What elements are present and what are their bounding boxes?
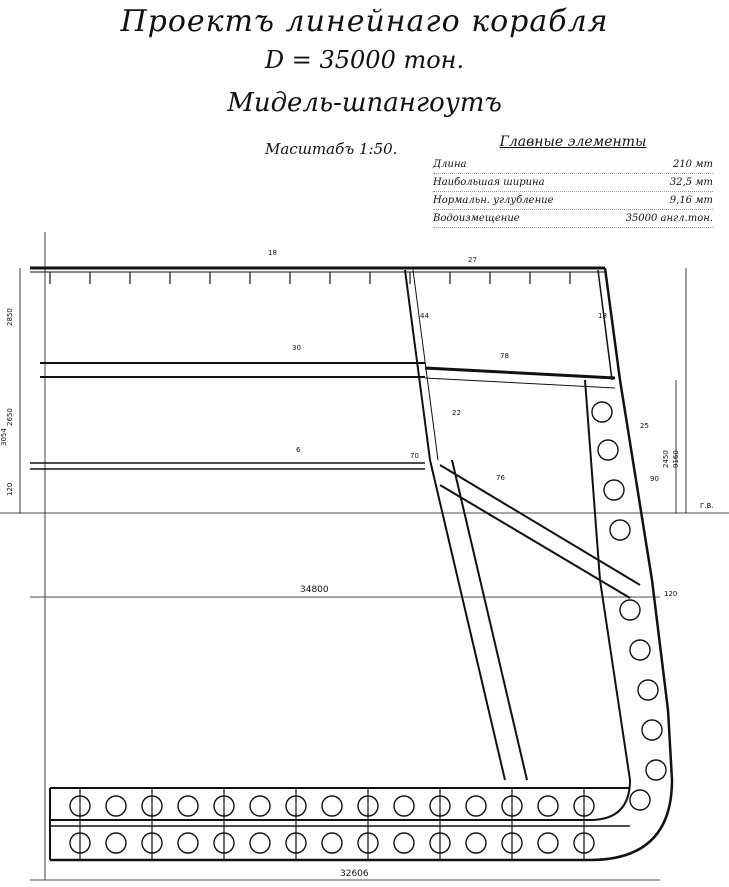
drawing-title: Проектъ линейнаго корабля — [120, 4, 609, 39]
scale-label: Масштабъ 1:50. — [265, 140, 398, 158]
waterline-label: Г.В. — [700, 502, 714, 510]
lightening-hole — [629, 639, 651, 661]
lightening-hole — [619, 599, 641, 621]
spec-value: 35000 англ.тон. — [625, 213, 713, 224]
lightening-hole — [603, 479, 625, 501]
lightening-hole — [591, 401, 613, 423]
member-label: 6 — [296, 446, 301, 454]
lightening-hole — [321, 832, 343, 854]
member-labels: 18 27 44 18 30 78 22 25 6 76 70 90 120 — [268, 249, 677, 598]
spec-name: Наибольшая ширина — [433, 177, 545, 188]
lightening-hole — [645, 759, 667, 781]
half-beam-dimension: 34800 — [300, 585, 329, 595]
right-dim-2: 9160 — [672, 450, 680, 468]
spec-name: Длина — [433, 159, 467, 170]
spec-name: Нормальн. углубление — [433, 195, 554, 206]
upper-deck — [30, 266, 605, 273]
spec-value: 9,16 мт — [669, 195, 713, 206]
lightening-hole — [321, 795, 343, 817]
lightening-hole — [637, 679, 659, 701]
hull-side — [50, 267, 674, 862]
member-label: 18 — [598, 312, 607, 320]
middle-deck — [40, 362, 616, 389]
lightening-hole — [177, 832, 199, 854]
spec-value: 32,5 мт — [669, 177, 713, 188]
main-elements-heading: Главные элементы — [499, 134, 647, 150]
member-label: 18 — [268, 249, 277, 257]
lightening-hole — [177, 795, 199, 817]
member-label: 90 — [650, 475, 659, 483]
lightening-hole — [105, 832, 127, 854]
lightening-hole — [465, 832, 487, 854]
lightening-hole — [249, 795, 271, 817]
spec-name: Водоизмещение — [433, 213, 520, 224]
lightening-hole — [465, 795, 487, 817]
member-label: 44 — [420, 312, 429, 320]
lightening-hole — [105, 795, 127, 817]
member-label: 22 — [452, 409, 461, 417]
lower-deck — [30, 462, 425, 470]
waterline: Г.В. — [0, 502, 729, 514]
lightening-hole — [537, 795, 559, 817]
member-label: 76 — [496, 474, 505, 482]
left-dim-2: 2650 — [6, 408, 14, 426]
main-elements-table: Главные элементы Длина 210 мт Наибольшая… — [433, 134, 713, 228]
spec-row: Водоизмещение 35000 англ.тон. — [433, 210, 713, 228]
deck-beams — [49, 272, 571, 284]
displacement-heading: D = 35000 тон. — [264, 46, 465, 74]
lightening-hole — [393, 795, 415, 817]
member-label: 70 — [410, 452, 419, 460]
dimension-lines: 34800 32606 2850 2650 3054 120 2450 9160 — [0, 232, 687, 881]
right-dim-1: 2450 — [662, 450, 670, 468]
lightening-hole — [629, 789, 651, 811]
spec-row: Длина 210 мт — [433, 156, 713, 174]
lightening-hole — [597, 439, 619, 461]
member-label: 27 — [468, 256, 477, 264]
side-cells — [591, 401, 667, 811]
member-label: 25 — [640, 422, 649, 430]
member-label: 30 — [292, 344, 301, 352]
member-label: 120 — [664, 590, 677, 598]
lightening-hole — [609, 519, 631, 541]
spec-row: Нормальн. углубление 9,16 мт — [433, 192, 713, 210]
lightening-hole — [393, 832, 415, 854]
lightening-hole — [537, 832, 559, 854]
left-dim-3: 3054 — [0, 428, 8, 446]
spec-value: 210 мт — [672, 159, 713, 170]
drawing-subtitle: Мидель-шпангоутъ — [227, 88, 502, 118]
diagonal-bulkhead — [439, 464, 641, 599]
member-label: 78 — [500, 352, 509, 360]
lightening-hole — [641, 719, 663, 741]
double-bottom-cells — [69, 788, 595, 860]
lightening-hole — [249, 832, 271, 854]
spec-row: Наибольшая ширина 32,5 мт — [433, 174, 713, 192]
left-dim-4: 120 — [6, 483, 14, 496]
left-dim-1: 2850 — [6, 308, 14, 326]
base-width-dimension: 32606 — [340, 869, 369, 879]
double-bottom — [49, 787, 630, 860]
